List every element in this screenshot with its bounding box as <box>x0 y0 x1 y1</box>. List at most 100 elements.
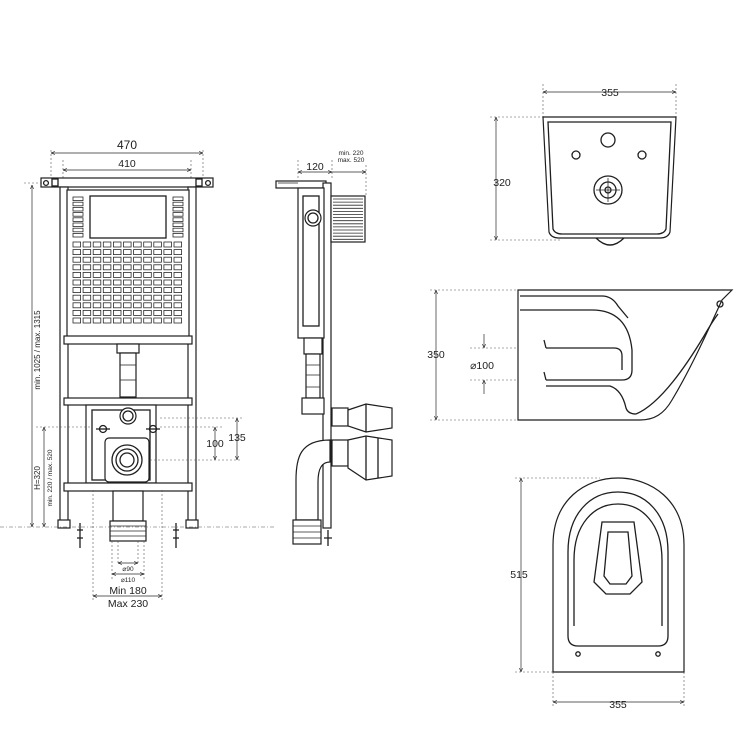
cistern-rib <box>153 256 162 263</box>
top-height-label: 320 <box>493 177 511 189</box>
bowl-plan-width-label: 355 <box>609 699 627 711</box>
cistern-rib <box>102 294 112 301</box>
cistern-rib <box>113 279 122 286</box>
cistern-rib <box>92 317 102 324</box>
cistern-rib <box>173 256 182 263</box>
bowl-rear-view: 355 320 <box>490 84 677 246</box>
cistern-rib <box>113 294 122 301</box>
cistern-rib <box>102 287 112 294</box>
cistern-rib <box>153 302 162 309</box>
cistern-rib <box>172 222 184 227</box>
front-height-range-label: min. 1025 / max. 1315 <box>33 310 42 390</box>
cistern-rib <box>72 302 81 309</box>
cistern-rib <box>133 309 142 316</box>
cistern-rib <box>72 309 81 316</box>
cistern-rib <box>153 294 162 301</box>
cistern-rib <box>113 241 122 248</box>
cistern-rib <box>133 241 142 248</box>
cistern-rib <box>133 287 142 294</box>
cistern-rib <box>82 317 92 324</box>
cistern-rib <box>172 217 184 222</box>
cistern-rib <box>172 212 184 217</box>
cistern-rib <box>102 256 112 263</box>
cistern-rib <box>163 294 172 301</box>
cistern-rib <box>72 201 84 207</box>
front-dia-90-label: ⌀90 <box>122 566 134 573</box>
cistern-rib <box>173 317 182 324</box>
cistern-rib <box>102 317 112 324</box>
cistern-rib <box>102 249 112 256</box>
front-width-total-label: 470 <box>117 138 137 152</box>
cistern-rib <box>82 279 92 286</box>
cistern-rib <box>143 279 152 286</box>
cistern-rib <box>123 256 132 263</box>
cistern-rib <box>163 271 172 278</box>
cistern-rib <box>123 279 132 286</box>
cistern-rib <box>72 232 84 238</box>
cistern-rib <box>92 287 102 294</box>
cistern-rib <box>173 294 182 301</box>
cistern-rib <box>163 302 172 309</box>
cistern-rib <box>92 279 102 286</box>
side-depth-label: 120 <box>306 161 324 173</box>
cistern-rib <box>153 279 162 286</box>
cistern-rib <box>133 271 142 278</box>
cistern-rib <box>173 241 182 248</box>
cistern-rib <box>82 302 92 309</box>
cistern-rib <box>102 264 112 271</box>
cistern-rib <box>163 317 172 324</box>
cistern-rib <box>82 271 92 278</box>
cistern-rib <box>82 309 92 316</box>
cistern-rib <box>72 317 81 324</box>
cistern-rib <box>123 241 132 248</box>
cistern-rib <box>173 302 182 309</box>
cistern-rib <box>72 264 81 271</box>
cistern-rib <box>143 287 152 294</box>
cistern-rib <box>102 309 112 316</box>
front-h-range-label: min. 220 / max. 520 <box>47 449 54 506</box>
cistern-rib-grid <box>72 196 184 324</box>
cistern-rib <box>153 287 162 294</box>
cistern-rib <box>113 256 122 263</box>
cistern-rib <box>173 249 182 256</box>
cistern-rib <box>72 279 81 286</box>
bowl-side-view: 350 ⌀100 <box>427 289 734 421</box>
cistern-rib <box>153 241 162 248</box>
cistern-rib <box>173 264 182 271</box>
cistern-rib <box>92 241 102 248</box>
cistern-rib <box>163 309 172 316</box>
cistern-rib <box>143 249 152 256</box>
cistern-rib <box>82 294 92 301</box>
cistern-rib <box>123 264 132 271</box>
cistern-rib <box>133 256 142 263</box>
front-h-label: H=320 <box>33 466 42 490</box>
cistern-rib <box>72 249 81 256</box>
cistern-rib <box>143 271 152 278</box>
cistern-rib <box>92 271 102 278</box>
cistern-rib <box>143 317 152 324</box>
cistern-rib <box>153 317 162 324</box>
cistern-rib <box>72 217 84 222</box>
front-dim-100-label: 100 <box>206 438 224 450</box>
bowl-side-height-label: 350 <box>427 349 445 361</box>
cistern-rib <box>172 232 184 238</box>
cistern-rib <box>113 271 122 278</box>
cistern-rib <box>133 279 142 286</box>
frame-front-view: 470 410 <box>0 138 275 610</box>
cistern-rib <box>72 256 81 263</box>
cistern-rib <box>143 241 152 248</box>
cistern-rib <box>172 196 184 201</box>
cistern-rib <box>133 294 142 301</box>
cistern-rib <box>82 241 92 248</box>
cistern-rib <box>72 212 84 217</box>
cistern-rib <box>173 271 182 278</box>
cistern-rib <box>123 287 132 294</box>
cistern-rib <box>143 256 152 263</box>
cistern-rib <box>82 287 92 294</box>
cistern-rib <box>113 249 122 256</box>
front-width-inner-label: 410 <box>118 158 136 170</box>
cistern-rib <box>102 302 112 309</box>
side-range-max-label: max. 520 <box>338 157 365 164</box>
cistern-rib <box>72 196 84 201</box>
